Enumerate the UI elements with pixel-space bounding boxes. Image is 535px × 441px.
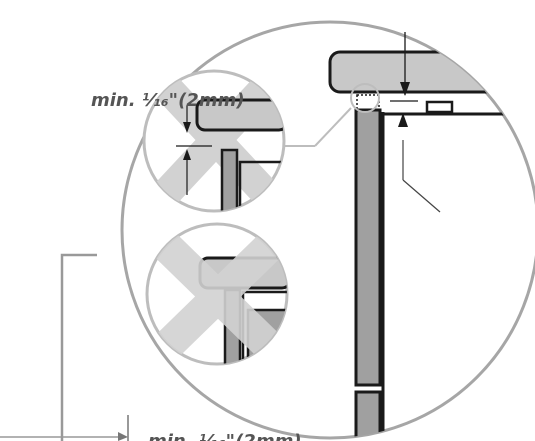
inset-incorrect <box>145 222 289 366</box>
cross-mark-incorrect <box>147 226 287 364</box>
zoom-marker <box>350 83 380 113</box>
clearance-label-top: min. ⅟₁₆"(2mm) <box>91 90 245 111</box>
inset-appliance-edge <box>238 160 284 211</box>
arrow-right-icon <box>118 432 128 441</box>
cabinet-lower-panel <box>354 390 382 438</box>
clearance-label-bottom: min. ⅟₁₆"(2mm) <box>148 431 302 441</box>
arrow-down-icon <box>400 82 410 96</box>
arrow-up-icon <box>398 113 408 127</box>
inset-panel <box>220 148 239 211</box>
zoom-connector <box>314 107 352 147</box>
countertop <box>328 50 535 94</box>
inset-correct <box>142 69 286 213</box>
mounting-bracket <box>425 100 454 114</box>
inset-countertop <box>195 98 284 132</box>
pointer-line <box>60 253 97 441</box>
cabinet-side-panel <box>354 108 382 387</box>
inset-arrow-down-icon <box>183 122 191 133</box>
leader-line-diagonal <box>402 179 441 213</box>
inset-arrow-up-icon <box>183 149 191 160</box>
